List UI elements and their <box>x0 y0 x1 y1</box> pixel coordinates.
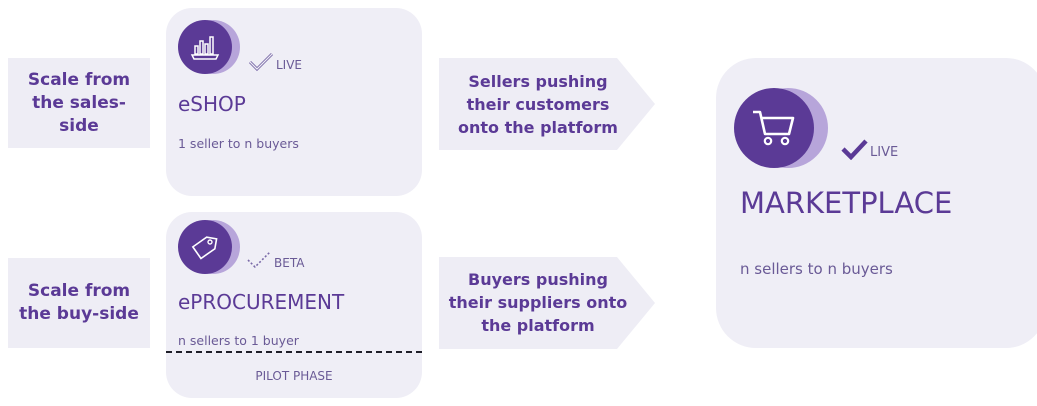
pilot-divider <box>166 351 422 353</box>
shopping-cart-icon <box>734 88 814 168</box>
sellers-arrow <box>439 58 655 150</box>
marketplace-status: LIVE <box>840 138 898 160</box>
eprocurement-card: BETA ePROCUREMENT n sellers to 1 buyer P… <box>166 212 422 398</box>
buyers-arrow <box>439 257 655 349</box>
sales-side-label: Scale from the sales-side <box>8 58 150 148</box>
marketplace-subtitle: n sellers to n buyers <box>740 260 893 278</box>
eshop-card: LIVE eSHOP 1 seller to n buyers <box>166 8 422 196</box>
eprocurement-title: ePROCUREMENT <box>178 290 345 314</box>
checkmark-outline-icon <box>248 52 274 72</box>
marketplace-card: LIVE MARKETPLACE n sellers to n buyers <box>716 58 1037 348</box>
price-tag-icon <box>178 220 232 274</box>
sellers-arrow-text: Sellers pushing their customers onto the… <box>458 72 618 137</box>
eprocurement-status: BETA <box>246 250 304 270</box>
eshop-status: LIVE <box>248 52 302 72</box>
sales-side-text: Scale from the sales-side <box>27 69 131 136</box>
storefront-chart-icon <box>178 20 232 74</box>
checkmark-dotted-icon <box>247 251 271 269</box>
eprocurement-subtitle: n sellers to 1 buyer <box>178 333 299 348</box>
eshop-subtitle: 1 seller to n buyers <box>178 136 299 151</box>
pilot-phase-label: PILOT PHASE <box>255 369 333 383</box>
checkmark-filled-icon <box>841 139 868 160</box>
buy-side-label: Scale from the buy-side <box>8 258 150 348</box>
eshop-title: eSHOP <box>178 92 246 116</box>
marketplace-title: MARKETPLACE <box>740 186 953 220</box>
eshop-status-text: LIVE <box>276 58 303 72</box>
eprocurement-status-text: BETA <box>274 256 305 270</box>
marketplace-status-text: LIVE <box>870 145 899 160</box>
buy-side-text: Scale from the buy-side <box>19 281 139 324</box>
buyers-arrow-text: Buyers pushing their suppliers onto the … <box>448 270 628 335</box>
